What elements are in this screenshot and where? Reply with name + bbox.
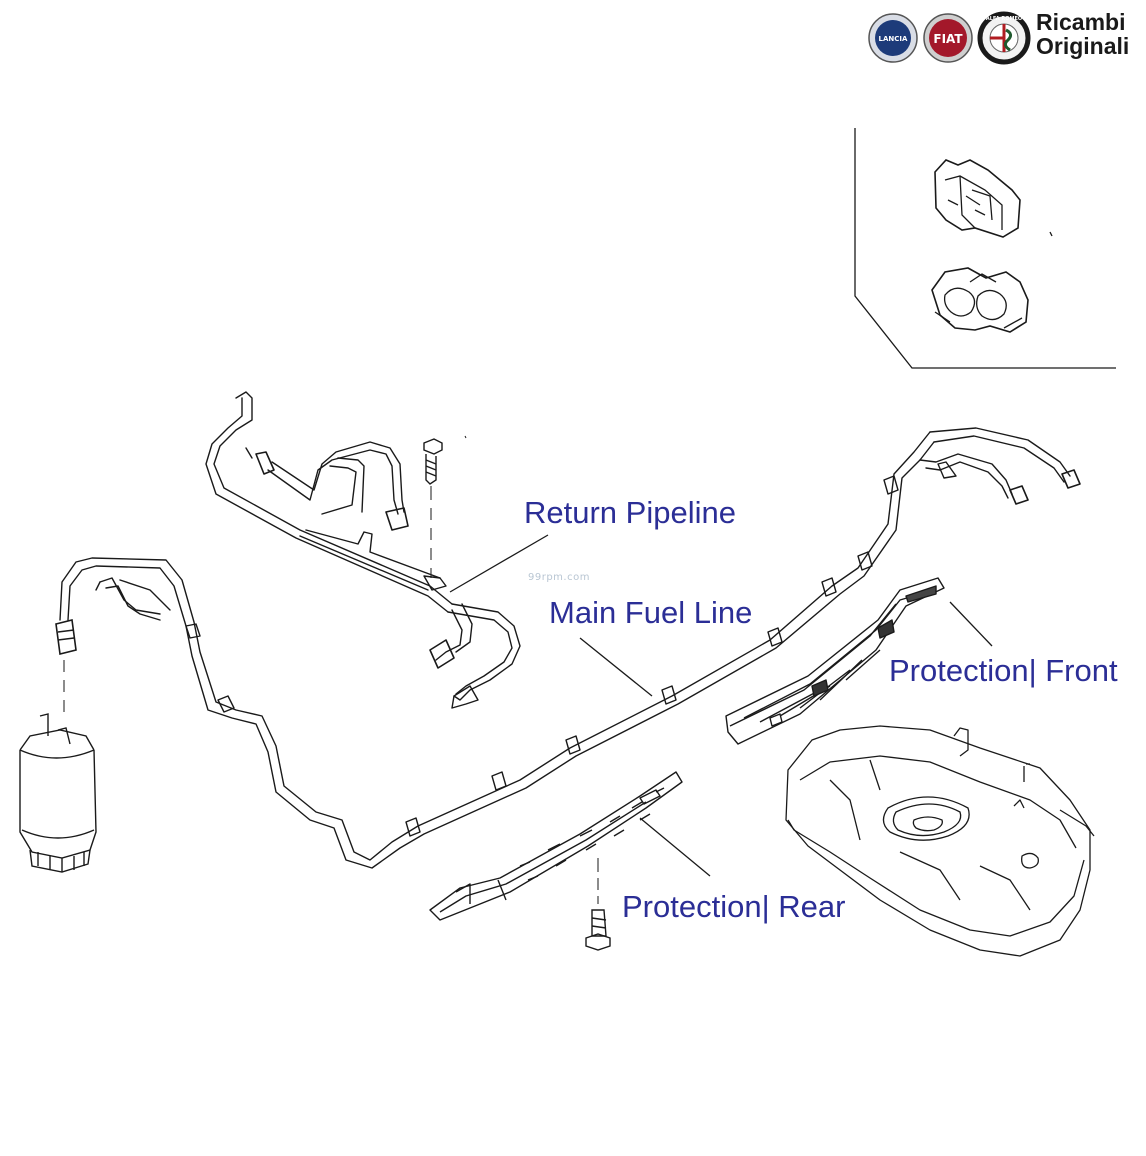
return-pipeline-leader — [449, 534, 549, 593]
brand-line-1: Ricambi — [1036, 9, 1126, 35]
alfa-romeo-badge-text: ALFA ROMEO — [986, 16, 1022, 22]
protection-front-label: Protection| Front — [889, 653, 1118, 688]
protection-rear-leader — [639, 817, 711, 877]
callout-leader-lines — [449, 534, 993, 877]
main-fuel-line-label: Main Fuel Line — [549, 595, 753, 630]
return-pipeline-label: Return Pipeline — [524, 495, 736, 530]
pipe-clip-lower — [931, 267, 1029, 333]
brand-badges: LANCIA FIAT ALFA ROMEO — [868, 11, 1031, 65]
main-fuel-line-leader — [579, 637, 653, 697]
watermark-text: 99rpm.com — [528, 572, 590, 583]
lancia-badge-icon: LANCIA — [868, 13, 918, 63]
main-fuel-line — [59, 427, 1081, 869]
bolt-upper-icon — [423, 438, 443, 578]
fuel-filter-icon — [19, 619, 97, 873]
clip-inset-frame — [854, 128, 1116, 369]
brand-wordmark: Ricambi Originali — [1036, 10, 1129, 58]
brand-line-2: Originali — [1036, 33, 1130, 59]
bolt-lower-icon — [585, 858, 611, 951]
protection-front-shield — [725, 577, 945, 745]
fiat-badge-icon: FIAT — [923, 13, 973, 63]
alfa-romeo-badge-icon: ALFA ROMEO — [977, 11, 1031, 65]
protection-rear-shield — [429, 771, 683, 921]
protection-rear-label: Protection| Rear — [622, 889, 846, 924]
return-pipeline-assembly — [205, 391, 521, 709]
lancia-badge-text: LANCIA — [879, 35, 908, 43]
fiat-badge-text: FIAT — [933, 32, 963, 46]
pipe-clip-upper — [934, 159, 1053, 238]
fuel-tank-icon — [785, 725, 1095, 957]
protection-front-leader — [949, 601, 993, 647]
